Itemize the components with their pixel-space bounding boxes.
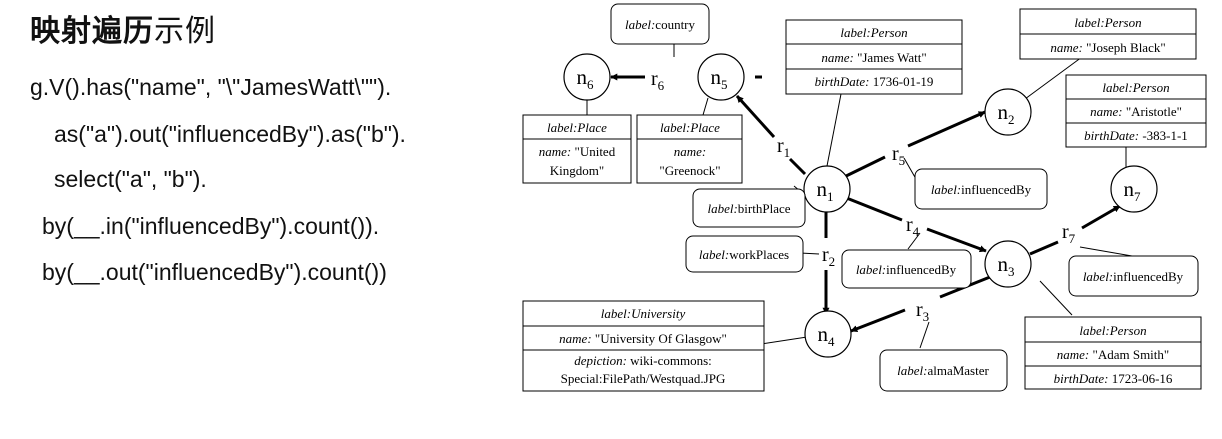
property-row-n4-depiction: depiction: wiki-commons: <box>574 353 712 368</box>
property-header-n7: label:Person <box>1102 80 1169 95</box>
property-row-n7-name: name: "Aristotle" <box>1090 104 1182 119</box>
connector-r7-label <box>1079 246 1133 257</box>
connector-r4-label <box>907 232 921 250</box>
edge-r4-arrow <box>926 227 987 253</box>
code-line-3: select("a", "b"). <box>54 166 207 192</box>
property-row-n5-name-line2: "Greenock" <box>659 163 720 178</box>
node-name-n1: n1 <box>817 177 834 204</box>
property-box-n2: label:Person name: "Joseph Black" <box>1019 8 1197 60</box>
edge-label-box-r4 <box>841 249 972 289</box>
edge-label-r7: label:influencedBy <box>1083 269 1184 284</box>
property-row-n4-name: name: "University Of Glasgow" <box>559 331 727 346</box>
property-row-n4-depiction-line2: Special:FilePath/Westquad.JPG <box>561 371 726 386</box>
property-header-n6: label:Place <box>547 120 607 135</box>
property-row-n3-name: name: "Adam Smith" <box>1057 347 1169 362</box>
property-header-n1: label:Person <box>840 25 907 40</box>
property-row-n6-name-line2: Kingdom" <box>550 163 604 178</box>
edge-name-r5: r5 <box>892 143 905 168</box>
edge-name-r7: r7 <box>1062 221 1076 246</box>
edge-r7-tail <box>1029 240 1059 256</box>
edges <box>610 73 1121 333</box>
edge-r3-arrow <box>850 308 906 333</box>
edge-label-r4: label:influencedBy <box>856 262 957 277</box>
property-header-n5: label:Place <box>660 120 720 135</box>
connector-r3-label <box>919 321 930 349</box>
node-n7 <box>1110 165 1158 213</box>
edge-name-r3: r3 <box>916 299 929 324</box>
node-n2 <box>984 88 1032 136</box>
node-n6 <box>563 53 611 101</box>
connector-n4-box <box>760 336 808 345</box>
edge-label-boxes: label:country label:birthPlace label:inf… <box>610 3 1199 392</box>
property-box-n3: label:Person name: "Adam Smith" birthDat… <box>1024 316 1202 390</box>
edge-label-r3: label:almaMaster <box>897 363 989 378</box>
property-row-n1-name: name: "James Watt" <box>821 50 926 65</box>
connector-n3-box <box>1039 280 1073 316</box>
edge-r7-arrow <box>1081 204 1121 230</box>
edge-r5-arrow <box>907 110 986 148</box>
edge-label-box-r7 <box>1068 255 1199 297</box>
edge-label-box-r1 <box>692 188 806 228</box>
connector-n5-box <box>702 97 709 116</box>
connector-r5-label <box>903 157 917 180</box>
node-name-n2: n2 <box>998 100 1015 127</box>
code-line-4: by(__.in("influencedBy").count()). <box>42 213 380 239</box>
property-row-n2-name: name: "Joseph Black" <box>1050 40 1165 55</box>
edge-name-r6: r6 <box>651 68 665 93</box>
node-n4 <box>804 310 852 358</box>
node-n1 <box>803 165 851 213</box>
title-rest: 示例 <box>154 14 216 49</box>
property-box-n7: label:Person name: "Aristotle" birthDate… <box>1065 74 1207 148</box>
property-box-n1: label:Person name: "James Watt" birthDat… <box>785 19 963 95</box>
node-names: n6 n5 n1 n2 n3 n4 n7 <box>577 65 1142 349</box>
connector-n1-box <box>826 93 842 167</box>
connector-n2-box <box>1024 56 1083 100</box>
slide-title: 映射遍历示例 <box>30 6 216 50</box>
node-n3 <box>984 240 1032 288</box>
property-header-n2: label:Person <box>1074 15 1141 30</box>
node-n5 <box>697 53 745 101</box>
edge-label-r2: label:workPlaces <box>699 247 789 262</box>
connector-lines <box>586 44 1133 349</box>
edge-r4-tail <box>843 195 903 222</box>
property-header-n4: label:University <box>601 306 686 321</box>
property-graph-diagram: r6 r1 r5 r4 r2 r7 r3 n6 n5 n1 n2 n3 n4 n… <box>522 3 1207 392</box>
property-box-n5: label:Place name: "Greenock" <box>636 114 743 184</box>
edge-label-box-r5 <box>914 168 1048 210</box>
property-boxes: label:Person name: "James Watt" birthDat… <box>522 8 1207 392</box>
property-row-n7-birthdate: birthDate: -383-1-1 <box>1084 128 1188 143</box>
title-bold: 映射遍历 <box>30 14 154 49</box>
edge-name-r1: r1 <box>777 135 790 160</box>
property-box-n4: label:University name: "University Of Gl… <box>522 300 765 392</box>
edge-name-r4: r4 <box>906 214 920 239</box>
property-box-n6: label:Place name: "United Kingdom" <box>522 114 632 184</box>
edge-label-box-r6 <box>610 3 710 45</box>
edge-r1-tail <box>788 157 807 176</box>
node-name-n6: n6 <box>577 65 595 92</box>
code-panel: 映射遍历示例 g.V().has("name", "\"JamesWatt\""… <box>0 0 520 439</box>
code-line-2: as("a").out("influencedBy").as("b"). <box>54 121 406 147</box>
code-line-1: g.V().has("name", "\"JamesWatt\""). <box>30 74 392 100</box>
edge-label-box-r2 <box>685 235 804 273</box>
node-name-n7: n7 <box>1124 177 1142 204</box>
property-header-n3: label:Person <box>1079 323 1146 338</box>
edge-label-r1: label:birthPlace <box>707 201 790 216</box>
node-circles <box>563 53 1158 358</box>
property-row-n3-birthdate: birthDate: 1723-06-16 <box>1054 371 1173 386</box>
edge-label-r6: label:country <box>625 17 696 32</box>
edge-names: r6 r1 r5 r4 r2 r7 r3 <box>651 68 1076 324</box>
node-name-n4: n4 <box>818 322 836 349</box>
node-name-n3: n3 <box>998 252 1015 279</box>
property-row-n1-birthdate: birthDate: 1736-01-19 <box>815 74 934 89</box>
property-row-n5-name: name: <box>674 144 707 159</box>
edge-name-r2: r2 <box>822 244 835 269</box>
edge-label-r5: label:influencedBy <box>931 182 1032 197</box>
property-row-n6-name: name: "United <box>539 144 616 159</box>
node-name-n5: n5 <box>711 65 728 92</box>
code-line-5: by(__.out("influencedBy").count()) <box>42 259 387 285</box>
edge-r5-tail <box>841 155 886 180</box>
edge-label-box-r3 <box>879 349 1008 392</box>
edge-r1-arrow <box>735 94 776 139</box>
